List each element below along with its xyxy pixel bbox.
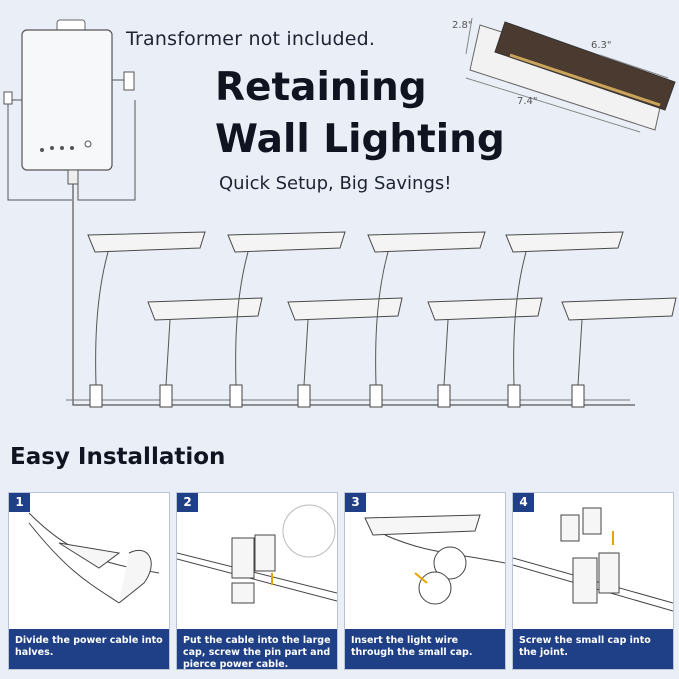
hero-section: Transformer not included. Retaining Wall…: [3, 17, 677, 408]
page-subtitle: Quick Setup, Big Savings!: [219, 173, 452, 194]
step-3-illustration: [364, 514, 505, 605]
step-number: 3: [345, 493, 366, 512]
dimension-length-back: 7.4": [517, 96, 538, 107]
step-4-illustration: [513, 507, 673, 612]
step-caption: Put the cable into the large cap, screw …: [177, 629, 337, 669]
dimension-height: 2.8": [452, 20, 473, 31]
fixture-row-upper: [87, 231, 624, 253]
step-panel-1: 1 Divide the power cable into halves.: [8, 492, 170, 670]
step-panel-2: 2 Put the cable into the large cap, scre…: [176, 492, 338, 670]
step-caption: Insert the light wire through the small …: [345, 629, 505, 669]
drop-wires: [95, 251, 583, 386]
installation-steps: 1 Divide the power cable into halves. 2 …: [8, 492, 674, 672]
step-1-illustration: [28, 512, 160, 604]
connectors: [89, 384, 585, 408]
page-title: Retaining Wall Lighting: [215, 62, 515, 166]
dimension-length-front: 6.3": [591, 40, 612, 51]
title-line-1: Retaining: [215, 65, 427, 110]
step-number: 4: [513, 493, 534, 512]
fixture-row-lower: [147, 297, 677, 321]
step-panel-4: 4 Screw the small cap into the joint.: [512, 492, 674, 670]
step-number: 2: [177, 493, 198, 512]
step-panel-3: 3 Insert the light wire through the smal…: [344, 492, 506, 670]
title-line-2: Wall Lighting: [215, 117, 505, 162]
section-title: Easy Installation: [10, 444, 226, 470]
fixture-dimension-illustration: [465, 17, 676, 133]
step-caption: Screw the small cap into the joint.: [513, 629, 673, 669]
step-caption: Divide the power cable into halves.: [9, 629, 169, 669]
step-2-illustration: [177, 504, 337, 604]
step-number: 1: [9, 493, 30, 512]
transformer-note: Transformer not included.: [126, 28, 376, 50]
wiring-diagram: [3, 17, 677, 408]
